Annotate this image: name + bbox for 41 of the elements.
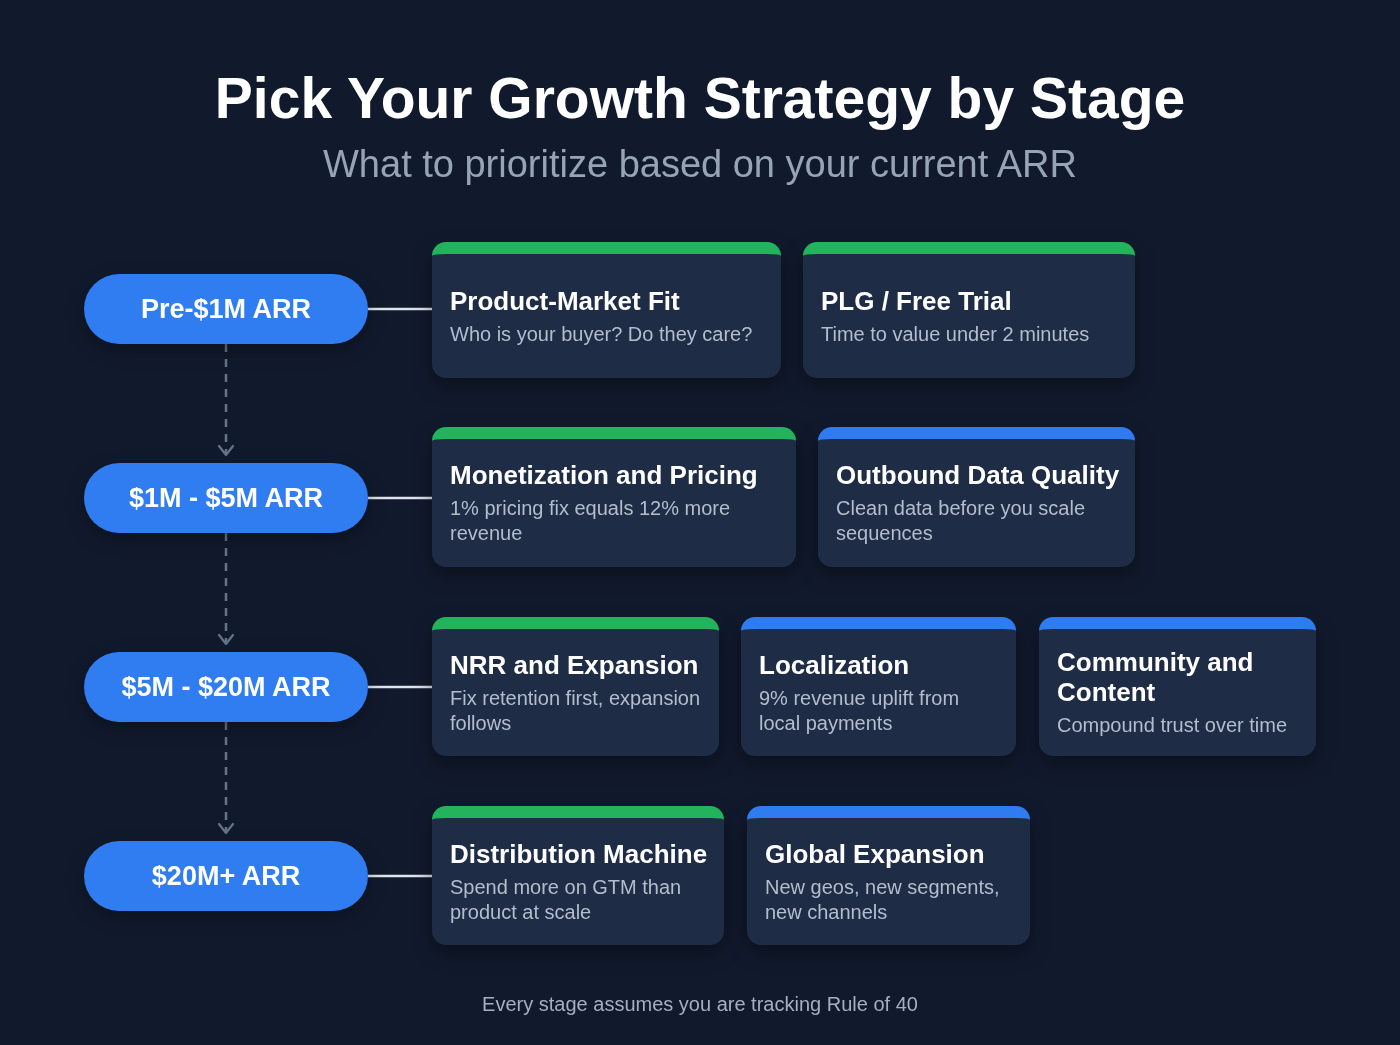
- card-title: Community and Content: [1057, 647, 1255, 707]
- strategy-card: [741, 617, 1016, 756]
- dashed-arrow: [217, 344, 235, 457]
- card-title: Monetization and Pricing: [450, 460, 759, 490]
- card-title: Localization: [759, 649, 911, 680]
- card-title: Outbound Data Quality: [836, 460, 1121, 490]
- card-title: Product-Market Fit: [450, 285, 681, 316]
- stage-label: Pre-$1M ARR: [140, 293, 311, 326]
- connector-line: [368, 685, 432, 689]
- subtitle: What to prioritize based on your current ARR: [323, 142, 1077, 187]
- card-title: Distribution Machine: [450, 838, 709, 869]
- connector-line: [368, 874, 432, 878]
- strategy-card: [432, 242, 781, 378]
- card-title: PLG / Free Trial: [821, 285, 1013, 316]
- strategy-card: [818, 427, 1135, 567]
- card-description: New geos, new segments, new channels: [765, 874, 1001, 925]
- dashed-arrow: [217, 722, 235, 835]
- stage-label: $5M - $20M ARR: [121, 671, 331, 704]
- card-description: Spend more on GTM than product at scale: [450, 874, 683, 925]
- connector-line: [368, 307, 432, 311]
- strategy-card: [432, 806, 724, 945]
- card-title: Global Expansion: [765, 838, 986, 869]
- card-description: Time to value under 2 minutes: [821, 321, 1091, 347]
- card-description: 9% revenue uplift from local payments: [759, 685, 961, 736]
- card-description: Clean data before you scale sequences: [836, 496, 1087, 546]
- card-description: Who is your buyer? Do they care?: [450, 321, 754, 347]
- title: Pick Your Growth Strategy by Stage: [214, 65, 1186, 132]
- strategy-card: [803, 242, 1135, 378]
- card-description: Compound trust over time: [1057, 713, 1289, 738]
- dashed-arrow: [217, 533, 235, 646]
- stage-label: $1M - $5M ARR: [128, 482, 323, 515]
- footnote: Every stage assumes you are tracking Rule of 40: [482, 992, 918, 1017]
- strategy-card: [1039, 617, 1316, 756]
- card-description: 1% pricing fix equals 12% more revenue: [450, 496, 732, 546]
- card-description: Fix retention first, expansion follows: [450, 685, 702, 736]
- connector-line: [368, 496, 432, 500]
- strategy-card: [747, 806, 1030, 945]
- card-title: NRR and Expansion: [450, 649, 700, 680]
- stage-label: $20M+ ARR: [151, 860, 301, 893]
- strategy-card: [432, 427, 796, 567]
- strategy-card: [432, 617, 719, 756]
